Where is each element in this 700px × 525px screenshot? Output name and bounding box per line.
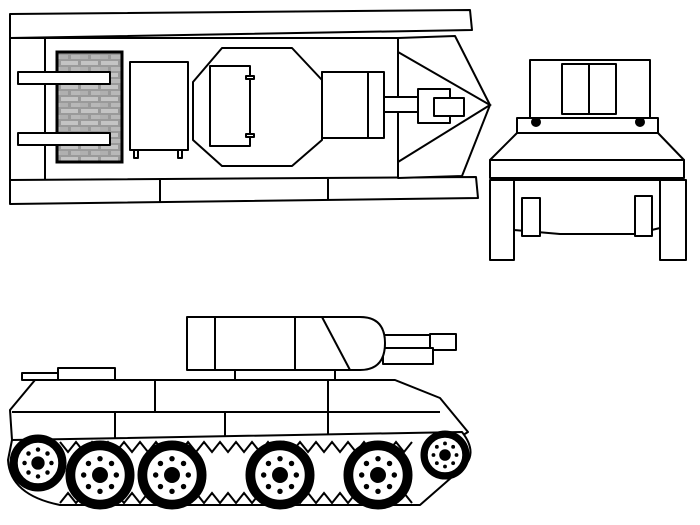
road-wheel — [420, 430, 470, 480]
wheel — [634, 195, 653, 237]
engine-hatch — [129, 61, 189, 151]
turret-hatch — [209, 65, 251, 147]
gun-barrel — [383, 96, 421, 113]
bottom-track-strip — [9, 176, 479, 205]
track-right — [659, 179, 687, 261]
gun-housing — [321, 71, 385, 139]
wheel — [521, 197, 541, 237]
top-track-strip — [9, 9, 473, 39]
exhaust-pipe — [17, 132, 111, 146]
muzzle — [433, 97, 465, 117]
turret-side — [214, 316, 386, 371]
road-wheel — [245, 440, 315, 510]
road-wheel — [65, 440, 135, 510]
road-wheel — [9, 434, 67, 492]
track-left — [489, 179, 515, 261]
top-view — [9, 9, 492, 205]
side-view — [7, 316, 472, 510]
front-view — [489, 59, 687, 261]
hull-front — [489, 159, 685, 179]
road-wheel — [343, 440, 413, 510]
exhaust-pipe — [17, 71, 111, 85]
road-wheel — [137, 440, 207, 510]
gun-barrel — [382, 334, 432, 349]
hull-side — [9, 379, 469, 441]
